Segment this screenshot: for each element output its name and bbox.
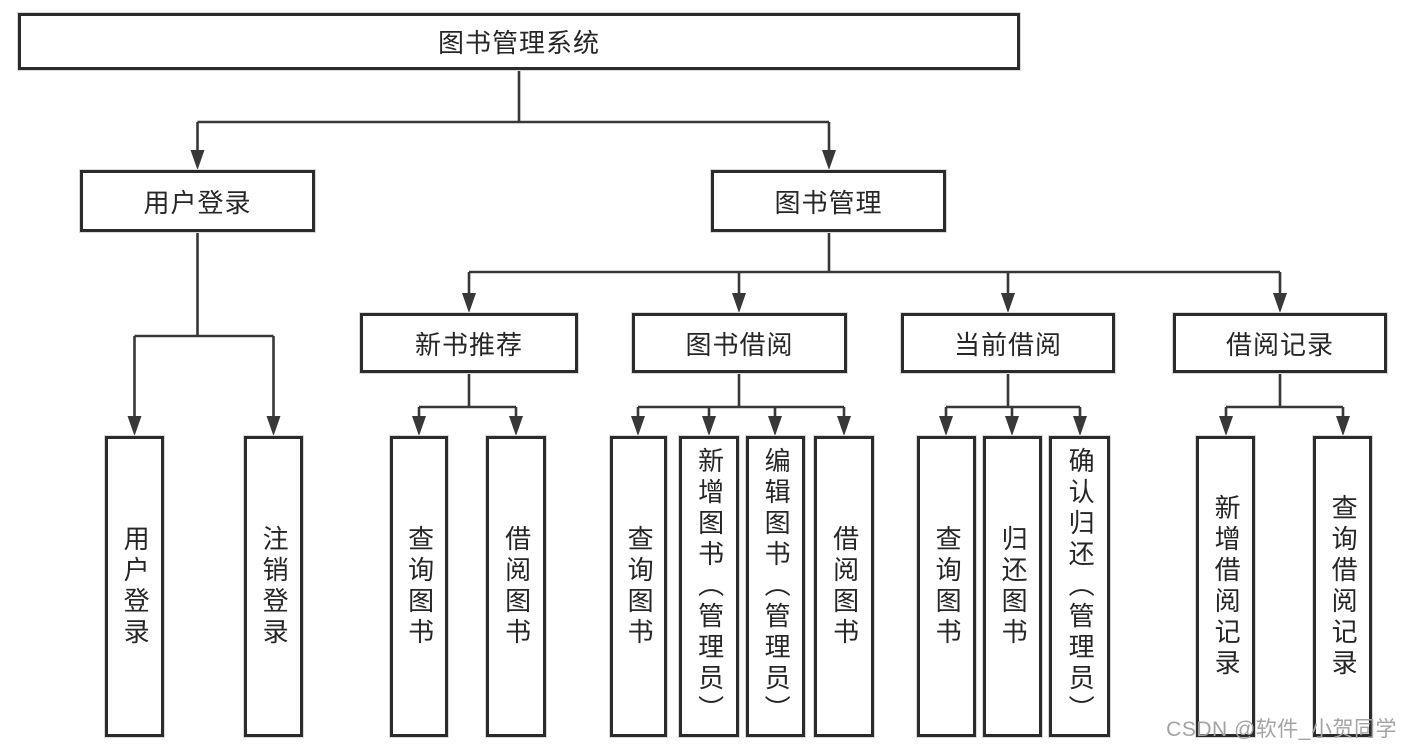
node-book-management: 图书管理 bbox=[711, 170, 946, 232]
arrowhead-icon bbox=[509, 416, 523, 436]
arrowhead-icon bbox=[1219, 416, 1233, 436]
csdn-watermark: CSDN @软件_小贺同学 bbox=[1166, 718, 1397, 741]
leaf-cb-return-books: 归还图书 bbox=[983, 436, 1042, 737]
arrowhead-icon bbox=[631, 416, 645, 436]
arrowhead-icon bbox=[1005, 416, 1019, 436]
leaf-nbr-borrow-books: 借阅图书 bbox=[486, 436, 546, 737]
node-user-login: 用户登录 bbox=[80, 170, 315, 232]
arrowhead-icon bbox=[190, 150, 205, 170]
leaf-nbr-query-books: 查询图书 bbox=[390, 436, 448, 737]
arrowhead-icon bbox=[1001, 293, 1015, 313]
leaf-bb-query-books: 查询图书 bbox=[610, 436, 667, 737]
node-root-system: 图书管理系统 bbox=[18, 13, 1020, 70]
arrowhead-icon bbox=[939, 416, 953, 436]
leaf-bb-borrow-books: 借阅图书 bbox=[814, 436, 874, 737]
arrowhead-icon bbox=[1336, 416, 1350, 436]
leaf-cb-query-books: 查询图书 bbox=[917, 436, 976, 737]
leaf-user-login: 用户登录 bbox=[105, 436, 164, 737]
arrowhead-icon bbox=[412, 416, 426, 436]
leaf-bb-edit-books-admin: 编辑图书（管理员） bbox=[746, 436, 805, 737]
leaf-logout: 注销登录 bbox=[244, 436, 303, 737]
arrowhead-icon bbox=[837, 416, 851, 436]
node-borrow-records: 借阅记录 bbox=[1173, 313, 1387, 373]
arrowhead-icon bbox=[702, 416, 716, 436]
leaf-cb-confirm-return-admin: 确认归还（管理员） bbox=[1049, 436, 1110, 737]
arrowhead-icon bbox=[127, 416, 142, 436]
node-book-borrow: 图书借阅 bbox=[632, 313, 847, 373]
arrowhead-icon bbox=[732, 293, 746, 313]
leaf-br-add-record: 新增借阅记录 bbox=[1196, 436, 1255, 737]
arrowhead-icon bbox=[266, 416, 281, 436]
arrowhead-icon bbox=[1273, 293, 1287, 313]
leaf-br-query-record: 查询借阅记录 bbox=[1313, 436, 1372, 737]
leaf-bb-add-books-admin: 新增图书（管理员） bbox=[679, 436, 739, 737]
arrowhead-icon bbox=[462, 293, 476, 313]
arrowhead-icon bbox=[768, 416, 782, 436]
arrowhead-icon bbox=[1073, 416, 1087, 436]
node-new-book-recommend: 新书推荐 bbox=[360, 313, 578, 373]
node-current-borrow: 当前借阅 bbox=[901, 313, 1115, 373]
arrowhead-icon bbox=[822, 150, 836, 170]
